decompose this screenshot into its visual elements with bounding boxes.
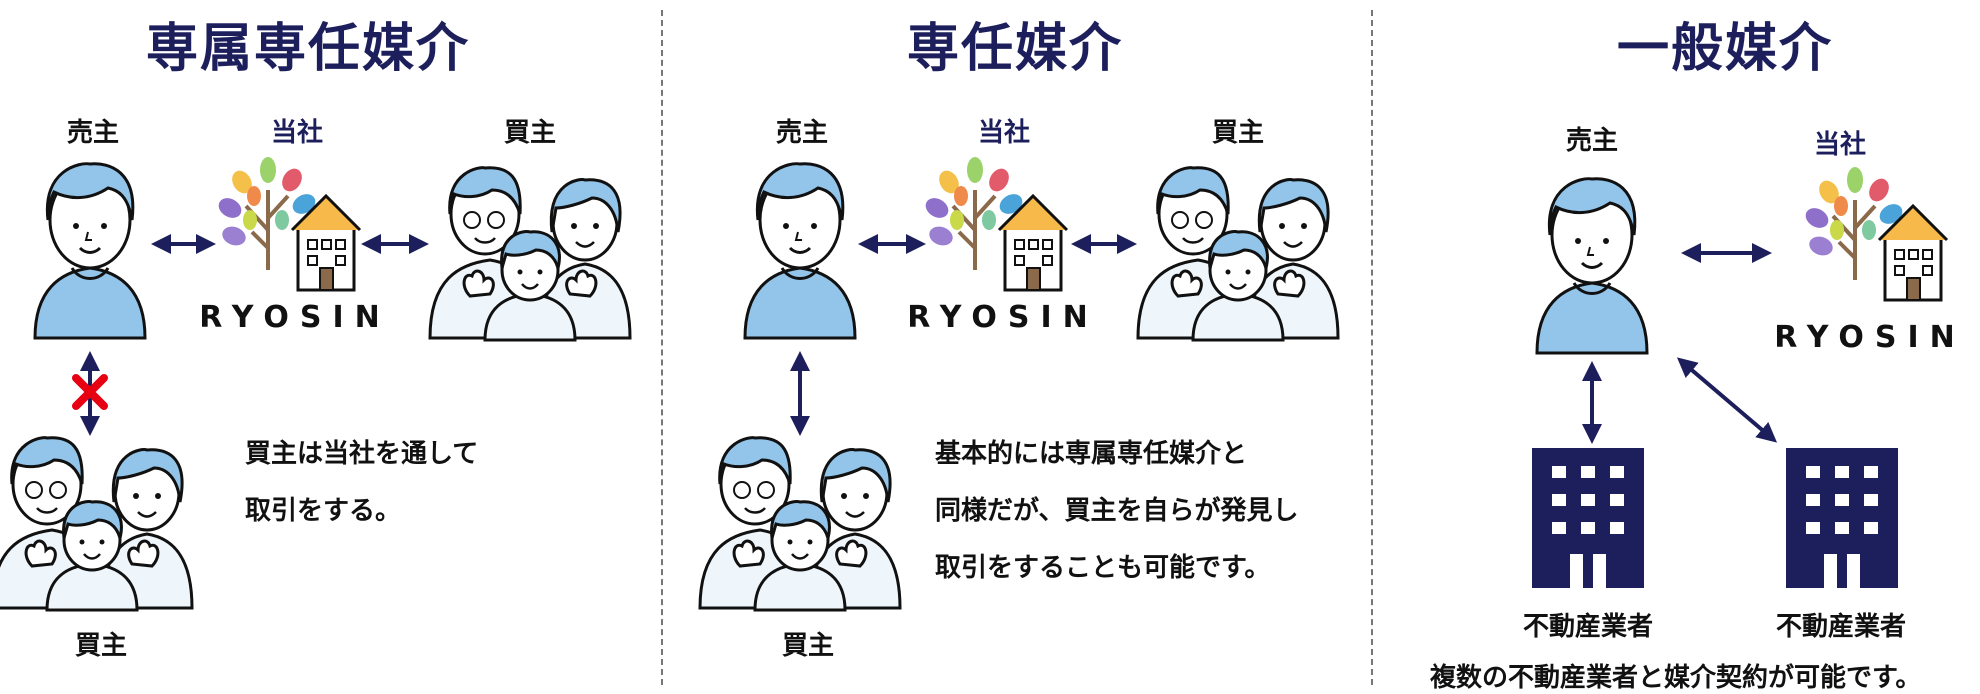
- buyer-label: 買主: [1211, 118, 1265, 148]
- buyer-family: [428, 166, 632, 342]
- buyer-label: 買主: [503, 118, 557, 148]
- panel-description: 基本的には専属専任媒介と 同様だが、買主を自らが発見し 取引をすることも可能です…: [935, 426, 1298, 597]
- arrow-company-buyer: [1071, 234, 1137, 254]
- description-line: 同様だが、買主を自らが発見し: [935, 496, 1299, 526]
- building-icon: [1786, 448, 1898, 588]
- panel-footer: 複数の不動産業者と媒介契約が可能です。: [1430, 663, 1922, 693]
- building-icon: [1532, 448, 1644, 588]
- company-tree-house: [920, 155, 1069, 292]
- cross-mark-icon: [72, 374, 108, 410]
- arrow-seller-company: [858, 234, 926, 254]
- divider-left: [661, 10, 663, 685]
- agency-label: 不動産業者: [1522, 612, 1654, 642]
- divider-right: [1371, 10, 1373, 685]
- seller-label: 売主: [66, 118, 120, 148]
- seller-label: 売主: [1565, 126, 1619, 156]
- description-line: 取引をすることも可能です。: [935, 553, 1271, 583]
- description-line: 取引をする。: [245, 496, 402, 526]
- description-line: 買主は当社を通して: [245, 439, 479, 469]
- buyer-family: [1136, 166, 1340, 342]
- buyer-bottom-label: 買主: [781, 631, 835, 661]
- panel-title: 専属専任媒介: [145, 19, 471, 79]
- buyer-family-bottom: [698, 436, 902, 612]
- panel-description: 買主は当社を通して 取引をする。: [245, 426, 478, 540]
- buyer-family-bottom: [0, 436, 194, 612]
- arrow-seller-agency-left: [1582, 361, 1602, 444]
- arrow-seller-agency-right: [1676, 357, 1778, 443]
- seller-person: [1535, 177, 1649, 355]
- company-label: 当社: [270, 118, 324, 148]
- seller-label: 売主: [775, 118, 829, 148]
- seller-person: [743, 162, 857, 340]
- arrow-seller-company: [151, 234, 216, 254]
- panel-title: 専任媒介: [906, 19, 1124, 79]
- agency-label: 不動産業者: [1775, 612, 1907, 642]
- arrow-company-buyer: [361, 234, 429, 254]
- company-logo: RYOSIN: [1774, 320, 1966, 355]
- company-logo: RYOSIN: [907, 300, 1099, 335]
- company-tree-house: [213, 155, 362, 292]
- company-label: 当社: [977, 118, 1031, 148]
- company-tree-house: [1800, 165, 1949, 302]
- company-logo: RYOSIN: [199, 300, 391, 335]
- arrow-seller-buyer: [790, 351, 810, 436]
- company-label: 当社: [1813, 130, 1867, 160]
- description-line: 基本的には専属専任媒介と: [935, 439, 1248, 469]
- panel-title: 一般媒介: [1616, 19, 1834, 79]
- buyer-bottom-label: 買主: [74, 631, 128, 661]
- arrow-seller-company: [1681, 243, 1772, 263]
- seller-person: [33, 162, 147, 340]
